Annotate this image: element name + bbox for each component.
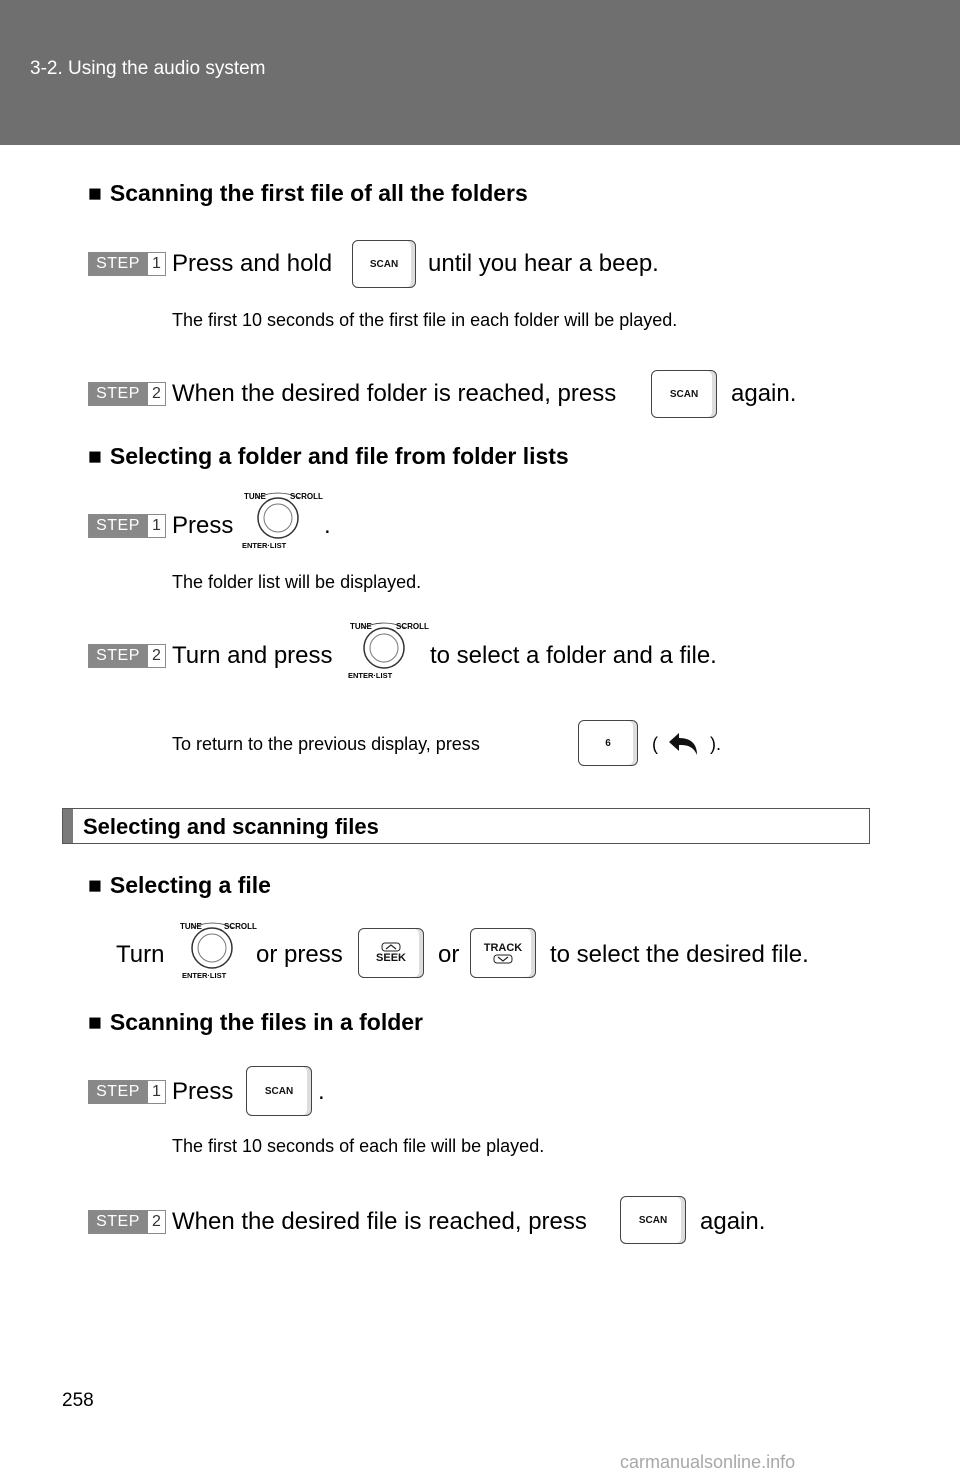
tune-scroll-knob-icon[interactable]: TUNE SCROLL ENTER·LIST: [238, 486, 330, 552]
note-text: The first 10 seconds of the first file i…: [172, 310, 678, 330]
seek-button[interactable]: SEEK: [358, 928, 424, 978]
section-heading: ■ Selecting a folder and file from folder…: [88, 443, 569, 470]
note-text: The first 10 seconds of each file will b…: [172, 1136, 545, 1156]
tune-scroll-knob-icon[interactable]: TUNE SCROLL ENTER·LIST: [176, 916, 268, 982]
preset-6-button[interactable]: 6: [578, 720, 638, 766]
section-bar-title: Selecting and scanning files: [83, 814, 379, 839]
step-text: again.: [731, 380, 797, 407]
bullet-square: ■: [88, 1009, 102, 1035]
knob-scroll-label: SCROLL: [396, 622, 429, 631]
text-after: to select the desired file.: [550, 941, 809, 968]
step-label: STEP: [89, 253, 147, 275]
heading-text: Selecting a folder and file from folder …: [109, 443, 569, 469]
paren-close: ).: [710, 734, 721, 754]
bullet-square: ■: [88, 180, 102, 206]
paren-open: (: [652, 734, 658, 754]
step-text: Press: [172, 1078, 234, 1105]
track-button[interactable]: TRACK: [470, 928, 536, 978]
text-turn: Turn: [116, 941, 165, 968]
step-text: until you hear a beep.: [428, 250, 659, 277]
step-number: 1: [147, 1081, 165, 1103]
text-or-press: or press: [256, 941, 343, 968]
section-heading: ■ Selecting a file: [88, 872, 271, 899]
step-number: 1: [147, 253, 165, 275]
chevron-up-icon: [381, 942, 401, 952]
step-number: 1: [147, 515, 165, 537]
scan-button[interactable]: SCAN: [352, 240, 416, 288]
heading-text: Selecting a file: [109, 872, 271, 898]
step-label: STEP: [89, 1081, 147, 1103]
step-text: Turn and press: [172, 642, 333, 669]
text-or: or: [438, 941, 460, 968]
step-text: When the desired file is reached, press: [172, 1208, 587, 1235]
tune-scroll-knob-icon[interactable]: TUNE SCROLL ENTER·LIST: [344, 616, 436, 682]
track-label: TRACK: [483, 942, 523, 954]
step-text: to select a folder and a file.: [430, 642, 717, 669]
step-text: .: [318, 1078, 325, 1105]
step-label: STEP: [89, 1211, 147, 1233]
watermark: carmanualsonline.info: [620, 1452, 796, 1472]
header-title: 3-2. Using the audio system: [30, 58, 266, 79]
bullet-square: ■: [88, 443, 102, 469]
step-number: 2: [147, 1211, 165, 1233]
page-number: 258: [62, 1390, 94, 1411]
note-text: The folder list will be displayed.: [172, 572, 422, 592]
knob-tune-label: TUNE: [244, 492, 266, 501]
knob-enter-label: ENTER·LIST: [242, 541, 287, 550]
step-text: When the desired folder is reached, pres…: [172, 380, 617, 407]
step-text: again.: [700, 1208, 766, 1235]
knob-enter-label: ENTER·LIST: [182, 971, 227, 980]
scan-button[interactable]: SCAN: [246, 1066, 312, 1116]
back-arrow-icon: [669, 733, 697, 755]
bullet-square: ■: [88, 872, 102, 898]
step-number: 2: [147, 645, 165, 667]
heading-text: Scanning the first file of all the folde…: [109, 180, 528, 206]
section-heading: ■ Scanning the files in a folder: [88, 1009, 423, 1036]
step-label: STEP: [89, 645, 147, 667]
knob-enter-label: ENTER·LIST: [348, 671, 393, 680]
knob-scroll-label: SCROLL: [290, 492, 323, 501]
step-text: Press and hold: [172, 250, 333, 277]
section-bar: Selecting and scanning files: [62, 808, 870, 844]
step-text: .: [324, 512, 331, 539]
section-bar-strip: [63, 809, 73, 843]
scan-button[interactable]: SCAN: [651, 370, 717, 418]
note-text: To return to the previous display, press: [172, 734, 480, 754]
page-header: 3-2. Using the audio system: [0, 0, 960, 145]
chevron-down-icon: [493, 954, 513, 964]
scan-button[interactable]: SCAN: [620, 1196, 686, 1244]
step-label: STEP: [89, 383, 147, 405]
heading-text: Scanning the files in a folder: [109, 1009, 424, 1035]
knob-tune-label: TUNE: [180, 922, 202, 931]
step-text: Press: [172, 512, 234, 539]
seek-label: SEEK: [376, 952, 406, 964]
step-label: STEP: [89, 515, 147, 537]
knob-tune-label: TUNE: [350, 622, 372, 631]
section-heading: ■ Scanning the first file of all the fold…: [88, 180, 528, 207]
knob-scroll-label: SCROLL: [224, 922, 257, 931]
step-number: 2: [147, 383, 165, 405]
